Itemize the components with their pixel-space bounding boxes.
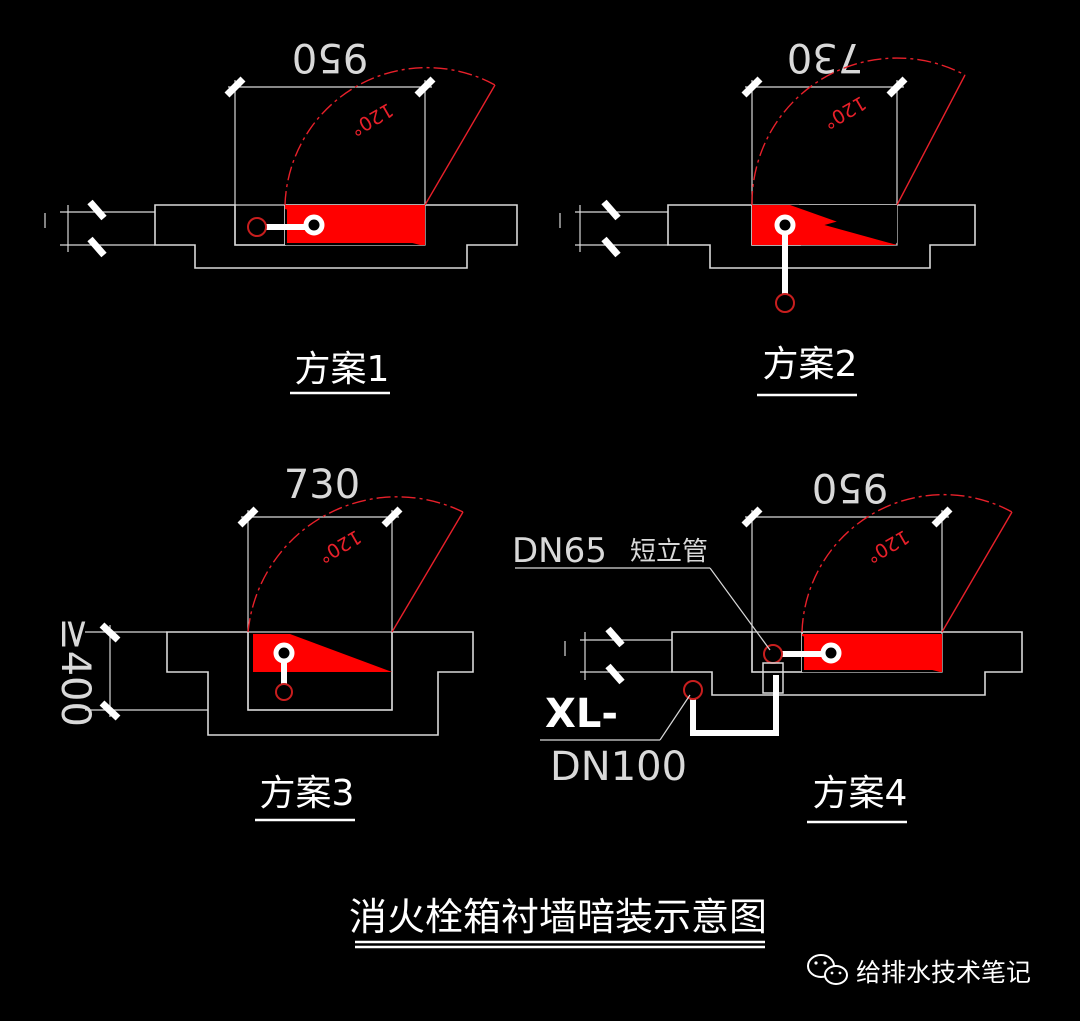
box-cavity <box>247 631 393 711</box>
width-dimension: 730 <box>787 34 863 80</box>
scheme-label: 方案2 <box>763 344 858 385</box>
angle-label: 120° <box>314 525 365 567</box>
watermark-text: 给排水技术笔记 <box>856 958 1031 987</box>
watermark: 给排水技术笔记 <box>807 954 1031 987</box>
scheme-label: 方案3 <box>260 773 355 814</box>
depth-dimension: ≥400 <box>52 617 98 727</box>
riser-name-label: 短立管 <box>630 537 708 567</box>
scheme-3: 730 ≥400 120° 方案3 <box>52 462 474 822</box>
scheme-label: 方案4 <box>813 773 908 814</box>
diagram-title: 消火栓箱衬墙暗装示意图 <box>349 895 767 939</box>
angle-label: 120° <box>862 525 913 567</box>
main-pipe-size: DN100 <box>550 744 687 790</box>
angle-label: 120° <box>819 91 870 133</box>
riser-size-label: DN65 <box>512 531 607 571</box>
scheme-2: 730 120° 方案2 <box>559 34 976 397</box>
scheme-label: 方案1 <box>295 349 390 390</box>
main-pipe-label: XL- <box>545 691 618 737</box>
scheme-1: 950 120° 方案1 <box>44 34 518 395</box>
scheme-4: 950 120° DN65 短立管 XL- DN100 方案4 <box>512 464 1023 824</box>
width-dimension: 950 <box>292 34 368 80</box>
width-dimension: 950 <box>812 464 888 510</box>
angle-label: 120° <box>346 98 397 140</box>
wechat-icon <box>807 954 848 985</box>
width-dimension: 730 <box>284 462 360 508</box>
